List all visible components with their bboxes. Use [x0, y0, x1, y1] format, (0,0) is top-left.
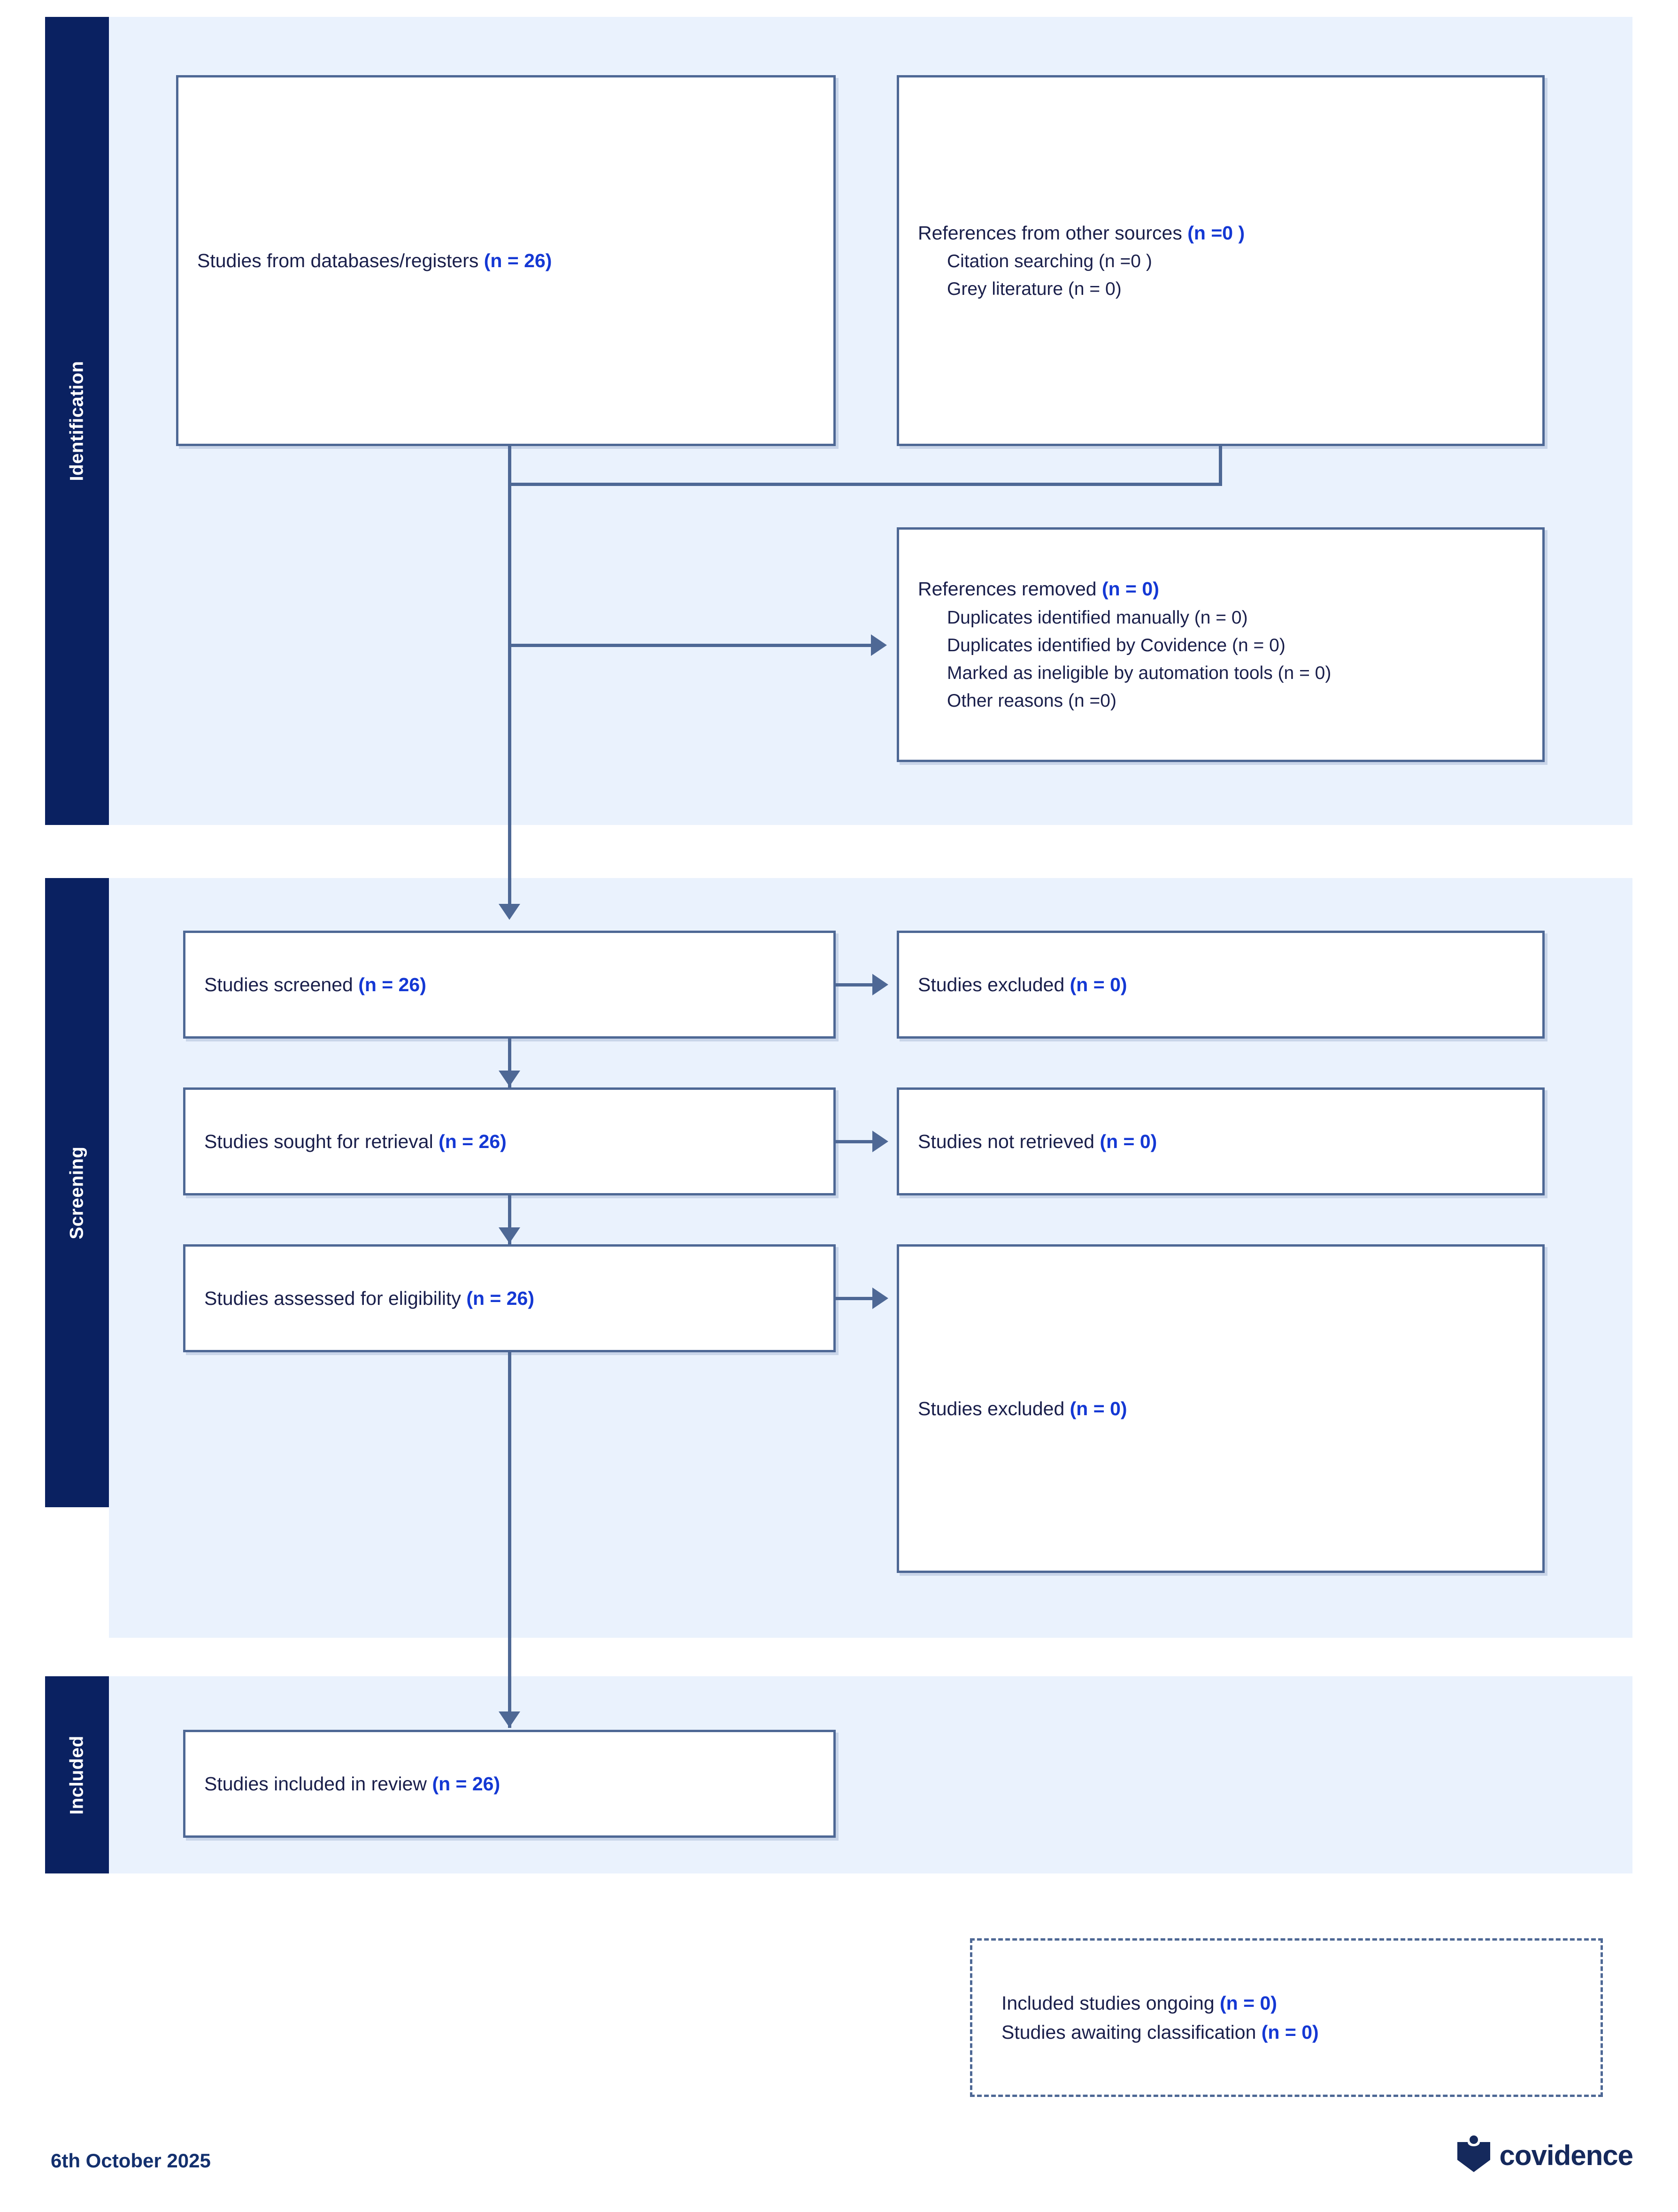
footer-date: 6th October 2025	[51, 2150, 211, 2172]
box-ongoing-awaiting[interactable]: Included studies ongoing (n = 0) Studies…	[970, 1938, 1603, 2097]
references-removed-title: References removed	[918, 578, 1102, 600]
connector-sought-to-eligibility	[508, 1195, 511, 1245]
not-retrieved-count: (n = 0)	[1100, 1130, 1157, 1152]
ongoing-line: Included studies ongoing (n = 0)	[1001, 1988, 1571, 2018]
box-studies-not-retrieved[interactable]: Studies not retrieved (n = 0)	[897, 1087, 1545, 1195]
other-sources-item-label: Grey literature	[947, 279, 1068, 300]
references-removed-item: Duplicates identified manually (n = 0)	[918, 604, 1524, 632]
references-removed-item: Marked as ineligible by automation tools…	[918, 659, 1524, 687]
ongoing-count: (n = 0)	[1220, 1992, 1277, 2014]
covidence-wordmark: covidence	[1499, 2140, 1633, 2171]
arrow-to-sought	[499, 1071, 520, 1087]
connector-sought-to-not-retrieved	[836, 1140, 873, 1143]
references-removed-line: References removed (n = 0)	[918, 574, 1524, 603]
connector-other-sources-down	[1219, 446, 1222, 486]
other-sources-line: References from other sources (n =0 )	[918, 218, 1524, 247]
databases-title: Studies from databases/registers	[197, 249, 484, 271]
connector-spine-to-screened	[508, 644, 511, 907]
connector-merge-horizontal	[508, 483, 1222, 486]
databases-count: (n = 26)	[484, 249, 552, 271]
arrow-to-included	[499, 1711, 520, 1727]
awaiting-line: Studies awaiting classification (n = 0)	[1001, 2018, 1571, 2047]
other-sources-count: (n =0 )	[1187, 222, 1245, 244]
screened-excluded-count: (n = 0)	[1070, 973, 1127, 995]
references-removed-item-count: (n = 0)	[1232, 635, 1285, 655]
references-removed-item: Duplicates identified by Covidence (n = …	[918, 632, 1524, 659]
arrow-screened-to-excluded	[872, 974, 888, 995]
connector-databases-down	[508, 446, 511, 505]
sought-title: Studies sought for retrieval	[204, 1130, 439, 1152]
box-studies-sought-for-retrieval[interactable]: Studies sought for retrieval (n = 26)	[183, 1087, 836, 1195]
stage-tab-identification: Identification	[45, 17, 109, 825]
references-removed-item: Other reasons (n =0)	[918, 687, 1524, 715]
arrow-to-eligibility	[499, 1227, 520, 1243]
connector-eligibility-to-included	[508, 1352, 511, 1728]
screened-excluded-line: Studies excluded (n = 0)	[918, 970, 1524, 999]
connector-to-references-removed	[508, 644, 872, 647]
arrow-to-references-removed	[871, 634, 887, 656]
screened-count: (n = 26)	[358, 973, 426, 995]
not-retrieved-title: Studies not retrieved	[918, 1130, 1100, 1152]
awaiting-count: (n = 0)	[1261, 2021, 1319, 2043]
box-studies-excluded-eligibility[interactable]: Studies excluded (n = 0)	[897, 1244, 1545, 1573]
references-removed-item-count: (n =0)	[1068, 691, 1116, 711]
other-sources-item-label: Citation searching	[947, 251, 1099, 271]
box-references-other-sources[interactable]: References from other sources (n =0 ) Ci…	[897, 75, 1545, 446]
stage-tab-screening: Screening	[45, 878, 109, 1507]
eligibility-excluded-count: (n = 0)	[1070, 1397, 1127, 1419]
sought-count: (n = 26)	[439, 1130, 507, 1152]
arrow-sought-to-not-retrieved	[872, 1131, 888, 1152]
references-removed-item-label: Duplicates identified by Covidence	[947, 635, 1232, 655]
awaiting-label: Studies awaiting classification	[1001, 2021, 1262, 2043]
databases-line: Studies from databases/registers (n = 26…	[197, 246, 815, 275]
eligibility-excluded-line: Studies excluded (n = 0)	[918, 1394, 1524, 1423]
stage-label-identification: Identification	[66, 361, 87, 481]
covidence-logo: covidence	[1456, 2135, 1633, 2175]
connector-screened-to-excluded	[836, 983, 873, 987]
other-sources-item-count: (n = 0)	[1068, 279, 1122, 300]
included-review-count: (n = 26)	[432, 1773, 500, 1795]
box-studies-from-databases[interactable]: Studies from databases/registers (n = 26…	[176, 75, 836, 446]
included-review-title: Studies included in review	[204, 1773, 432, 1795]
box-references-removed[interactable]: References removed (n = 0) Duplicates id…	[897, 527, 1545, 762]
other-sources-title: References from other sources	[918, 222, 1188, 244]
eligibility-count: (n = 26)	[466, 1287, 535, 1309]
not-retrieved-line: Studies not retrieved (n = 0)	[918, 1127, 1524, 1156]
other-sources-item: Grey literature (n = 0)	[918, 275, 1524, 303]
references-removed-item-label: Other reasons	[947, 691, 1068, 711]
connector-eligibility-to-excluded	[836, 1297, 873, 1300]
references-removed-item-label: Marked as ineligible by automation tools	[947, 663, 1278, 684]
eligibility-excluded-title: Studies excluded	[918, 1397, 1070, 1419]
box-studies-screened[interactable]: Studies screened (n = 26)	[183, 931, 836, 1039]
box-studies-excluded-screening[interactable]: Studies excluded (n = 0)	[897, 931, 1545, 1039]
references-removed-item-count: (n = 0)	[1194, 607, 1248, 628]
connector-screened-to-sought	[508, 1039, 511, 1088]
arrow-to-screened	[499, 904, 520, 920]
connector-junction-down	[508, 483, 511, 645]
arrow-eligibility-to-excluded	[872, 1287, 888, 1309]
screened-excluded-title: Studies excluded	[918, 973, 1070, 995]
screened-title: Studies screened	[204, 973, 359, 995]
eligibility-title: Studies assessed for eligibility	[204, 1287, 467, 1309]
box-studies-assessed-for-eligibility[interactable]: Studies assessed for eligibility (n = 26…	[183, 1244, 836, 1352]
references-removed-item-count: (n = 0)	[1278, 663, 1332, 684]
other-sources-item: Citation searching (n =0 )	[918, 247, 1524, 275]
included-review-line: Studies included in review (n = 26)	[204, 1769, 815, 1798]
references-removed-count: (n = 0)	[1101, 578, 1159, 600]
stage-label-included: Included	[66, 1735, 87, 1815]
eligibility-line: Studies assessed for eligibility (n = 26…	[204, 1284, 815, 1313]
screened-line: Studies screened (n = 26)	[204, 970, 815, 999]
stage-tab-included: Included	[45, 1676, 109, 1873]
box-studies-included-in-review[interactable]: Studies included in review (n = 26)	[183, 1730, 836, 1838]
sought-line: Studies sought for retrieval (n = 26)	[204, 1127, 815, 1156]
other-sources-item-count: (n =0 )	[1099, 251, 1152, 271]
stage-label-screening: Screening	[66, 1146, 87, 1239]
ongoing-label: Included studies ongoing	[1001, 1992, 1220, 2014]
covidence-shield-icon	[1456, 2135, 1491, 2175]
references-removed-item-label: Duplicates identified manually	[947, 607, 1194, 628]
